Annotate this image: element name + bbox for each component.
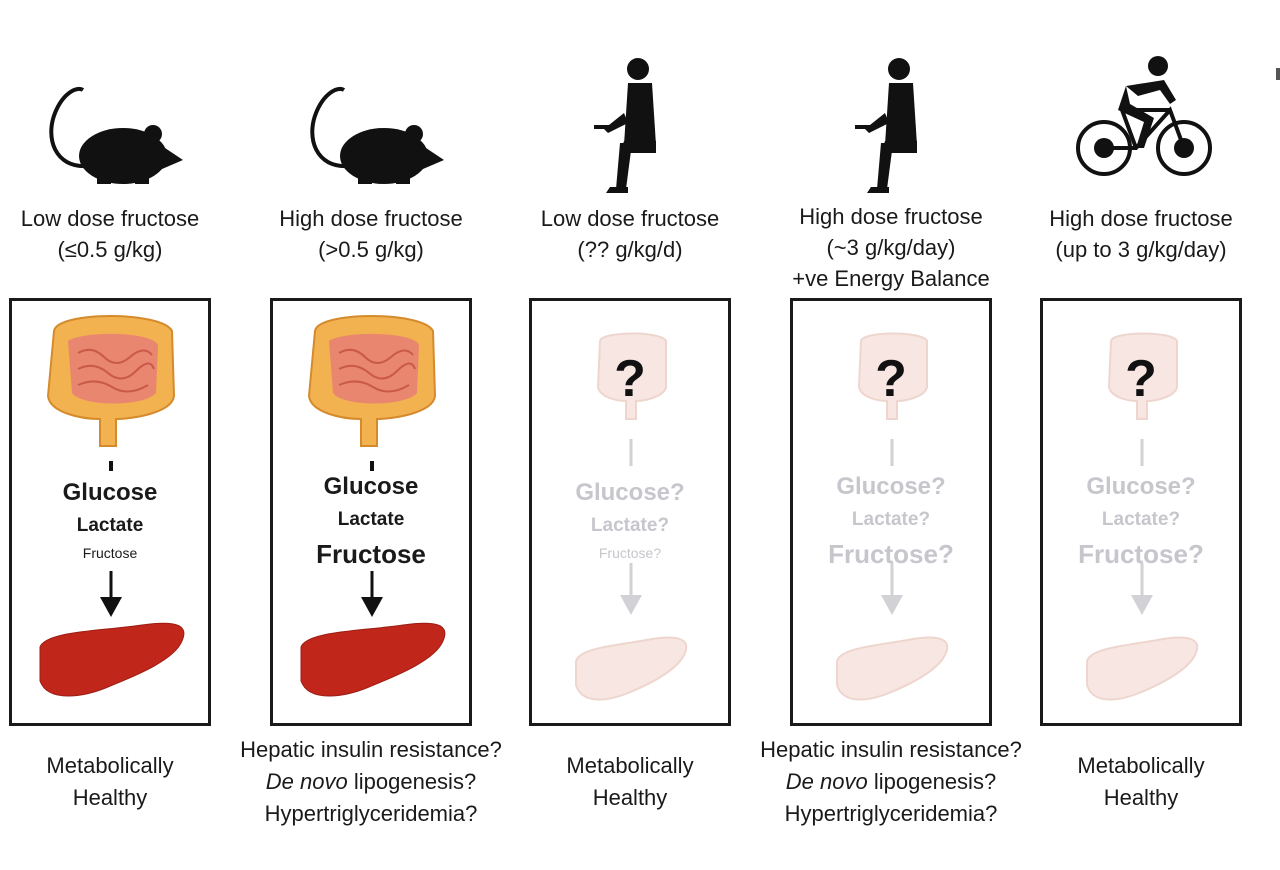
dose-label: Low dose fructose (?? g/kg/d) [509, 203, 751, 265]
lactate-label: Lactate? [851, 509, 931, 530]
question-mark: ? [875, 350, 907, 408]
glucose-label: Glucose? [836, 473, 946, 500]
glucose-label: Glucose? [1086, 473, 1196, 500]
dose-label: High dose fructose (~3 g/kg/day) +ve Ene… [760, 201, 1022, 294]
organs-diagram [1086, 332, 1199, 701]
pathway-panel: ? Glucose? Lactate? Fructose? [790, 298, 992, 726]
liver-icon [1086, 636, 1199, 701]
icon-area [270, 48, 472, 198]
outcome-line: Metabolically [1077, 753, 1205, 778]
outcome-line: Healthy [592, 785, 668, 810]
sitting-person-icon [855, 58, 917, 193]
lactate-label: Lactate [76, 515, 144, 536]
lactate-label: Lactate [337, 509, 405, 530]
outcome-label: Hepatic insulin resistance? De novo lipo… [750, 734, 1032, 830]
dose-line: +ve Energy Balance [792, 266, 990, 291]
liver-icon [575, 636, 688, 701]
outcome-line: Hepatic insulin resistance? [240, 737, 502, 762]
outcome-label: Hepatic insulin resistance? De novo lipo… [230, 734, 512, 830]
dose-line: High dose fructose [799, 204, 983, 229]
outcome-line: Hepatic insulin resistance? [760, 737, 1022, 762]
liver-icon [39, 622, 185, 697]
glucose-label: Glucose [62, 479, 158, 506]
dose-line: Low dose fructose [540, 206, 720, 231]
fructose-label: Fructose? [828, 539, 954, 569]
outcome-label: Metabolically Healthy [0, 750, 251, 814]
icon-area [529, 48, 731, 198]
outcome-label: Metabolically Healthy [1000, 750, 1280, 814]
dose-label: Low dose fructose (≤0.5 g/kg) [0, 203, 231, 265]
dose-line: High dose fructose [279, 206, 463, 231]
dose-label: High dose fructose (>0.5 g/kg) [250, 203, 492, 265]
mouse-icon [310, 87, 444, 184]
dose-line: (≤0.5 g/kg) [57, 237, 163, 262]
cyclist-icon [1076, 56, 1212, 176]
edge-mark [1276, 68, 1280, 80]
fructose-label: Fructose? [1078, 539, 1204, 569]
organs-diagram [300, 315, 446, 697]
pathway-panel: Glucose Lactate Fructose [9, 298, 211, 726]
dose-line: (?? g/kg/d) [577, 237, 683, 262]
lactate-label: Lactate? [1101, 509, 1181, 530]
glucose-label: Glucose [323, 473, 419, 500]
dose-line: Low dose fructose [20, 206, 200, 231]
column-mouse-low-dose: Low dose fructose (≤0.5 g/kg) Glucose La… [9, 0, 211, 870]
sitting-person-icon [594, 58, 656, 193]
mouse-icon [49, 87, 183, 184]
outcome-line: Healthy [1103, 785, 1179, 810]
outcome-line: De novo lipogenesis? [265, 769, 477, 794]
organs-diagram [575, 332, 688, 701]
outcome-line: Hypertriglyceridemia? [264, 801, 478, 826]
liver-icon [836, 636, 949, 701]
fructose-label: Fructose? [598, 545, 662, 561]
question-mark: ? [1125, 350, 1157, 408]
dose-line: High dose fructose [1049, 206, 1233, 231]
dose-line: (up to 3 g/kg/day) [1055, 237, 1227, 262]
column-mouse-high-dose: High dose fructose (>0.5 g/kg) Glucose L… [240, 0, 502, 870]
intestine-icon [307, 315, 437, 447]
fructose-label: Fructose [82, 545, 138, 561]
pathway-panel: ? Glucose? Lactate? Fructose? [529, 298, 731, 726]
glucose-label: Glucose? [575, 479, 685, 506]
dose-line: (~3 g/kg/day) [826, 235, 956, 260]
question-mark: ? [614, 350, 646, 408]
intestine-icon [46, 315, 176, 447]
lactate-label: Lactate? [590, 515, 670, 536]
column-sitting-high-dose: High dose fructose (~3 g/kg/day) +ve Ene… [760, 0, 1022, 870]
icon-area [790, 48, 992, 198]
icon-area [1040, 48, 1242, 198]
intestine-icon [596, 332, 667, 420]
outcome-line: Hypertriglyceridemia? [784, 801, 998, 826]
dose-line: (>0.5 g/kg) [318, 237, 424, 262]
liver-icon [300, 622, 446, 697]
intestine-icon [1107, 332, 1178, 420]
outcome-label: Metabolically Healthy [489, 750, 771, 814]
outcome-line: De novo lipogenesis? [785, 769, 997, 794]
dose-label: High dose fructose (up to 3 g/kg/day) [1020, 203, 1262, 265]
outcome-line: Metabolically [46, 753, 174, 778]
outcome-line: Healthy [72, 785, 148, 810]
organs-diagram [39, 315, 185, 697]
outcome-line: Metabolically [566, 753, 694, 778]
column-cyclist-high-dose: High dose fructose (up to 3 g/kg/day) ? … [1040, 0, 1242, 870]
icon-area [9, 48, 211, 198]
column-sitting-low-dose: Low dose fructose (?? g/kg/d) ? Glucose?… [529, 0, 731, 870]
pathway-panel: ? Glucose? Lactate? Fructose? [1040, 298, 1242, 726]
intestine-icon [857, 332, 928, 420]
organs-diagram [836, 332, 949, 701]
fructose-label: Fructose [316, 539, 426, 569]
pathway-panel: Glucose Lactate Fructose [270, 298, 472, 726]
